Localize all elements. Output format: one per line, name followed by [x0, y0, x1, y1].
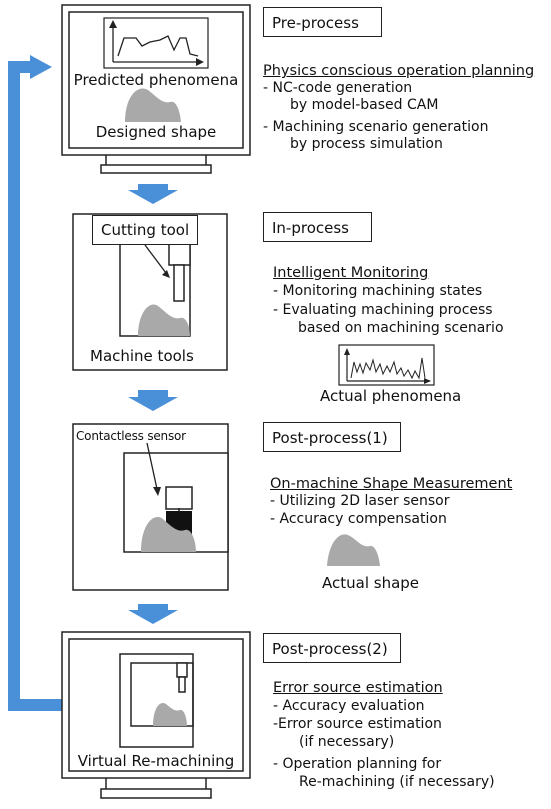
pre-process-item-3: - Machining scenario generation — [263, 119, 489, 135]
actual-phenomena-graph — [338, 344, 435, 386]
predicted-phenomena-graph — [103, 17, 209, 69]
workpiece-shape — [138, 304, 190, 336]
post-process2-item-5: Re-machining (if necessary) — [299, 774, 495, 790]
sensor-pointer — [146, 442, 161, 496]
pre-process-heading: Physics conscious operation planning — [263, 63, 535, 79]
in-process-item-2: - Evaluating machining process — [273, 302, 493, 318]
cutting-tool-label: Cutting tool — [92, 215, 199, 245]
actual-shape — [327, 534, 380, 566]
cutting-tool-pointer — [144, 244, 170, 278]
actual-phenomena-label: Actual phenomena — [320, 387, 462, 405]
measured-workpiece-shape — [141, 517, 196, 552]
pre-process-item-4: by process simulation — [290, 136, 443, 152]
post-process1-item-1: - Utilizing 2D laser sensor — [270, 493, 450, 509]
predicted-phenomena-label: Predicted phenomena — [73, 71, 239, 89]
in-process-title: In-process — [263, 212, 372, 242]
post-process1-item-2: - Accuracy compensation — [270, 511, 447, 527]
post-process2-item-4: - Operation planning for — [273, 756, 442, 772]
flow-arrow-3 — [128, 604, 178, 624]
designed-shape-label: Designed shape — [95, 123, 217, 141]
pre-process-monitor — [61, 4, 251, 174]
post-process2-heading: Error source estimation — [273, 680, 443, 696]
in-process-heading: Intelligent Monitoring — [273, 265, 429, 281]
pre-process-title: Pre-process — [263, 7, 382, 37]
machine-tools-label: Machine tools — [90, 347, 194, 365]
feedback-loop-arrow — [8, 55, 62, 711]
post-process2-title: Post-process(2) — [263, 633, 401, 663]
post-process2-item-3: (if necessary) — [299, 734, 395, 750]
actual-shape-label: Actual shape — [322, 574, 420, 592]
in-process-item-1: - Monitoring machining states — [273, 283, 483, 299]
post-process1-title: Post-process(1) — [263, 422, 401, 452]
pre-process-item-2: by model-based CAM — [290, 97, 439, 113]
virtual-re-machining-label: Virtual Re-machining — [77, 752, 235, 770]
flow-arrow-2 — [128, 390, 178, 411]
virtual-workpiece-shape — [153, 702, 187, 726]
pre-process-item-1: - NC-code generation — [263, 80, 413, 96]
flow-arrow-1 — [128, 184, 178, 204]
post-process2-item-1: - Accuracy evaluation — [273, 698, 425, 714]
post-process2-monitor — [61, 631, 251, 799]
designed-shape — [125, 88, 181, 122]
in-process-item-3: based on machining scenario — [298, 320, 504, 336]
post-process2-item-2: -Error source estimation — [273, 716, 442, 732]
post-process1-heading: On-machine Shape Measurement — [270, 476, 513, 492]
post-process1-machine — [72, 423, 229, 591]
contactless-sensor-label: Contactless sensor — [76, 429, 186, 443]
